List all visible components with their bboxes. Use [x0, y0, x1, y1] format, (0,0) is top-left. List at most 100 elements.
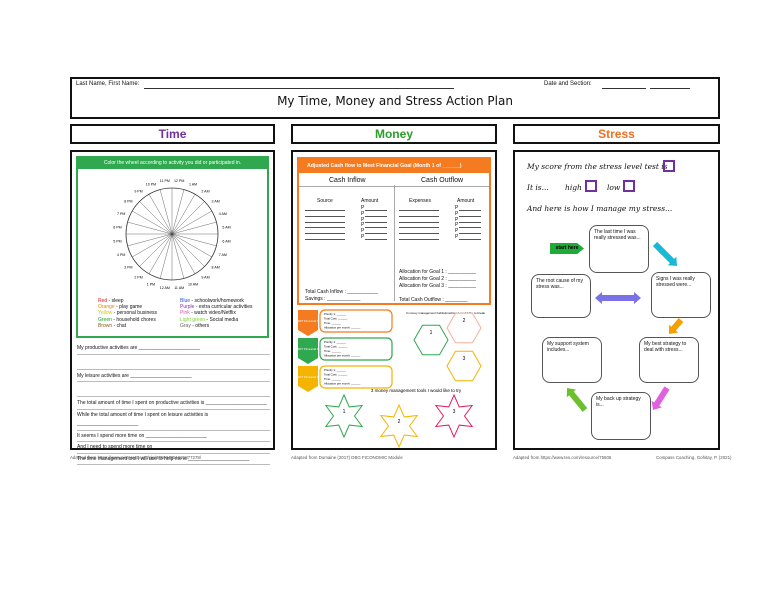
peso-sign: P: [361, 233, 365, 240]
date-line[interactable]: [602, 88, 646, 89]
time-prompt-row: It seems I spend more time on __________…: [77, 432, 270, 442]
cashflow-item-line: [399, 233, 439, 235]
legend-item: Green - household chores: [98, 317, 178, 323]
cashflow-row: P: [305, 233, 391, 241]
support-box[interactable]: My support system includes...: [542, 337, 602, 383]
money-panel: Adjusted Cash flow to Meet Financial Goa…: [291, 150, 497, 450]
time-section-header: Time: [70, 124, 275, 144]
wheel-hour-label: 9 PM: [134, 190, 142, 194]
legend-activity: - schoolwork/homework: [190, 298, 244, 304]
peso-sign: P: [455, 228, 459, 235]
wheel-spoke: [132, 233, 173, 258]
cashflow-row: P: [399, 205, 485, 212]
wheel-hour-label: 8 PM: [124, 200, 132, 204]
cashflow-amount-line: [365, 210, 387, 211]
allocation-row: Allocation for Goal 3 : __________: [399, 283, 489, 290]
legend-color-name: Yellow: [98, 310, 113, 317]
time-prompt-text: My leisure activities are ______________…: [77, 372, 192, 379]
flow-arrow-icon: [669, 318, 684, 334]
cashflow-amount-line: [365, 221, 387, 223]
time-prompt-extra-line: [77, 387, 270, 397]
tool-star[interactable]: [434, 393, 474, 439]
wheel-hour-label: 1 PM: [147, 282, 155, 286]
legend-color-name: Purple: [180, 304, 195, 311]
cash-inflow-title: Cash Inflow: [329, 177, 366, 184]
goal-row-text: Total Cost: ______: [324, 345, 348, 349]
wheel-spoke: [127, 233, 173, 247]
date-line-2[interactable]: [650, 88, 690, 89]
signs-box[interactable]: Signs I was really stressed were...: [651, 272, 711, 318]
wheel-spoke: [171, 221, 217, 235]
cashflow-amount-line: [459, 238, 481, 240]
wheel-hour-label: 11 PM: [160, 179, 170, 183]
cashflow-amount-line: [459, 233, 481, 235]
goal-label: SMART Financial Goal: [296, 319, 324, 323]
cashflow-amount-line: [459, 221, 481, 223]
stars-caption: 3 money management tools I would like to…: [371, 388, 462, 393]
legend-color-name: Red: [98, 298, 108, 304]
goal-row-text: Allocation per month: ______: [324, 354, 361, 358]
backup-box[interactable]: My back up strategy is...: [591, 392, 651, 440]
tool-star[interactable]: [324, 393, 364, 439]
legend-item: Blue - schoolwork/homework: [180, 298, 272, 304]
allocation-row: Allocation for Goal 2 : __________: [399, 276, 489, 283]
cashflow-row: P: [305, 210, 391, 218]
legend-color-name: Brown: [98, 322, 113, 329]
wheel-spoke: [171, 233, 205, 267]
time-prompt-text: The time management tool I will use to h…: [77, 455, 250, 462]
high-checkbox[interactable]: [585, 180, 597, 192]
flow-arrow-icon: [651, 386, 670, 410]
wheel-hour-label: 10 PM: [146, 183, 156, 187]
peso-sign: P: [455, 222, 459, 229]
peso-sign: P: [455, 210, 459, 217]
hex-number: 3: [463, 356, 466, 362]
goal-card[interactable]: [319, 337, 393, 361]
name-line[interactable]: [144, 88, 454, 89]
goals-graphic: SMART Financial GoalPriority 1: ______To…: [296, 309, 485, 448]
wheel-spoke: [159, 233, 173, 279]
wheel-hour-label: 8 AM: [212, 265, 220, 269]
time-panel: Color the wheel according to activity yo…: [70, 150, 275, 465]
best-strategy-box[interactable]: My best strategy to deal with stress...: [639, 337, 699, 383]
time-wheel-card: Color the wheel according to activity yo…: [76, 156, 269, 338]
goal-card[interactable]: [319, 309, 393, 333]
peso-sign: P: [361, 222, 365, 229]
cashflow-item-line: [399, 221, 439, 223]
flow-arrow-icon: [615, 292, 641, 304]
root-cause-box[interactable]: The root cause of my stress was...: [531, 274, 591, 318]
peso-sign: P: [361, 228, 365, 235]
wheel-hour-label: 6 AM: [222, 240, 230, 244]
peso-sign: P: [455, 205, 459, 211]
score-box[interactable]: [663, 160, 675, 172]
time-credit: Adapted from https://www.pinterest.com/p…: [70, 455, 202, 460]
goal-arrow-icon: [298, 310, 318, 336]
tool-star[interactable]: [379, 403, 419, 448]
cashflow-row: P: [305, 217, 391, 224]
total-outflow: Total Cash Outflow : ________: [399, 297, 468, 303]
last-time-box[interactable]: The last time I was really stressed was.…: [589, 225, 649, 273]
wheel-spoke: [171, 233, 185, 279]
time-prompt-row: The total amount of time I spent on prod…: [77, 399, 270, 410]
wheel-spoke: [171, 233, 196, 274]
low-checkbox[interactable]: [623, 180, 635, 192]
flow-arrow-icon: [595, 292, 619, 304]
wheel-spoke: [127, 221, 173, 235]
habit-hexagon[interactable]: [413, 324, 449, 356]
wheel-hour-label: 2 AM: [201, 190, 209, 194]
cashflow-hline: [299, 186, 489, 187]
legend-color-name: Green: [98, 316, 112, 323]
legend-item: Yellow - personal business: [98, 310, 178, 316]
allocation-text: Allocation for Goal 3 : __________: [399, 283, 476, 289]
page-title: My Time, Money and Stress Action Plan: [277, 94, 513, 108]
goal-card[interactable]: [319, 365, 393, 389]
legend-color-name: Light green: [180, 316, 206, 323]
time-wheel[interactable]: 12 PM1 AM2 AM3 AM4 AM5 AM6 AM7 AM8 AM9 A…: [106, 172, 238, 294]
habit-hexagon[interactable]: [446, 312, 482, 344]
habit-hexagon[interactable]: [446, 350, 482, 382]
legend-color-name: Blue: [180, 298, 191, 304]
legend-item: Pink - watch video/Netflix: [180, 310, 272, 316]
wheel-hour-label: 2 PM: [134, 275, 142, 279]
total-inflow: Total Cash Inflow : ___________: [305, 289, 378, 295]
peso-sign: P: [361, 210, 365, 217]
